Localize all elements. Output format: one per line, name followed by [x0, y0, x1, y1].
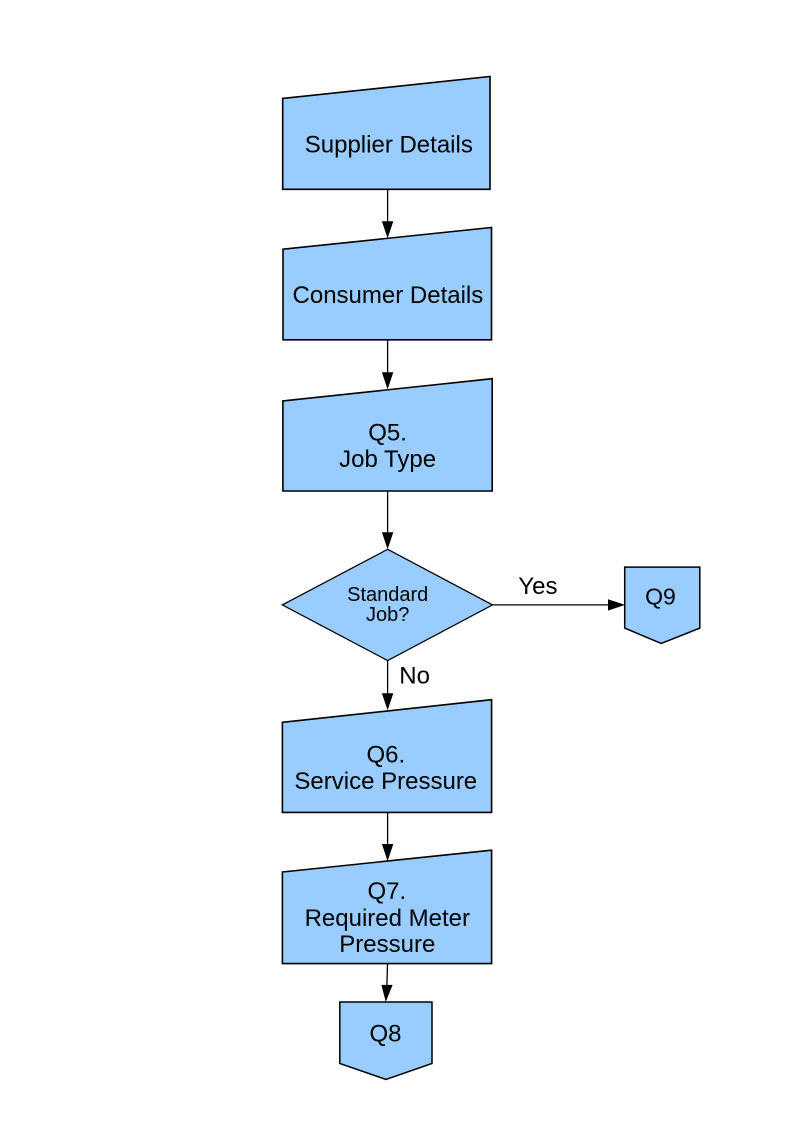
svg-text:No: No [399, 662, 430, 689]
svg-text:Q9: Q9 [645, 584, 676, 610]
svg-text:Q5.: Q5. [368, 419, 407, 446]
svg-text:Yes: Yes [518, 573, 557, 600]
svg-text:Supplier Details: Supplier Details [305, 132, 473, 159]
svg-text:Service Pressure: Service Pressure [294, 768, 477, 795]
svg-text:Job Type: Job Type [339, 446, 436, 473]
svg-text:Standard: Standard [347, 584, 428, 606]
svg-text:Q8: Q8 [369, 1021, 401, 1048]
svg-text:Q7.: Q7. [367, 878, 406, 905]
svg-text:Q6.: Q6. [366, 742, 405, 769]
svg-text:Consumer Details: Consumer Details [293, 282, 484, 309]
svg-text:Pressure: Pressure [339, 931, 435, 958]
svg-text:Required Meter: Required Meter [305, 905, 470, 932]
svg-text:Job?: Job? [366, 604, 409, 626]
